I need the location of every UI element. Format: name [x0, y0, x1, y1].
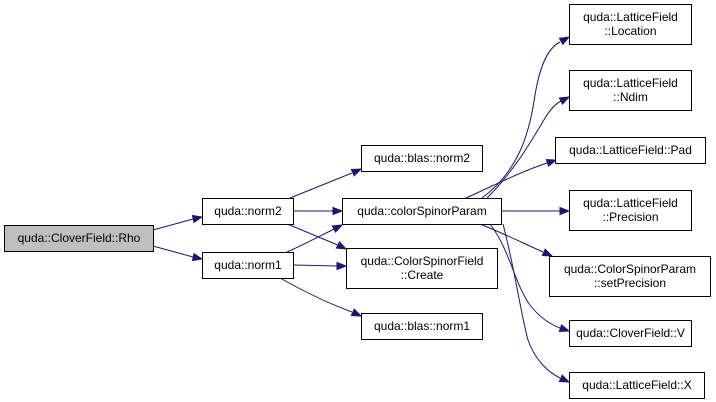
arrow-head [558, 36, 571, 46]
node-label: quda::ColorSpinorParam [564, 262, 696, 276]
arrow-head [350, 168, 363, 177]
node-box [555, 137, 706, 164]
node-box [202, 252, 294, 279]
node-lattice-x[interactable]: quda::LatticeField::X [569, 372, 705, 399]
arrow-head [558, 374, 571, 383]
node-label: quda::norm2 [214, 204, 282, 218]
edge-line [152, 245, 194, 258]
node-box [569, 4, 692, 45]
edge-line [481, 41, 561, 199]
edge-norm1-to-blas_norm1 [279, 277, 363, 317]
node-label: ::Ndim [613, 90, 648, 104]
node-label: ::Location [604, 24, 656, 38]
node-label: ::Precision [602, 210, 658, 224]
node-box [549, 256, 711, 297]
edge-colorSpinorParam-to-clover_v [489, 223, 571, 333]
edge-line [286, 228, 335, 253]
edge-line [479, 223, 544, 253]
node-label: quda::ColorSpinorField [361, 254, 484, 268]
edge-norm2-to-blas_norm2 [289, 168, 363, 199]
node-label: quda::CloverField::V [576, 326, 685, 340]
arrow-head [332, 206, 344, 216]
edge-line [286, 223, 339, 246]
node-box [361, 145, 483, 172]
node-label: quda::norm1 [214, 258, 282, 272]
arrow-head [191, 214, 204, 224]
node-box [569, 70, 692, 111]
edge-line [292, 264, 338, 267]
node-norm1[interactable]: quda::norm1 [202, 252, 294, 279]
edge-norm1-to-colorSpinorParam [286, 224, 344, 253]
node-box [569, 372, 705, 399]
node-norm2[interactable]: quda::norm2 [202, 198, 294, 225]
arrow-head [541, 248, 554, 257]
node-label: quda::LatticeField::Pad [569, 143, 692, 157]
arrow-head [545, 158, 558, 168]
edge-colorSpinorParam-to-setPrecision [479, 223, 554, 257]
node-box [346, 248, 498, 289]
node-label: quda::CloverField::Rho [18, 231, 141, 245]
node-box [569, 190, 692, 231]
node-box [202, 198, 294, 225]
node-location[interactable]: quda::LatticeField::Location [569, 4, 692, 45]
node-label: quda::colorSpinorParam [357, 204, 486, 218]
arrow-head [559, 206, 571, 216]
node-label: quda::LatticeField [583, 196, 678, 210]
edge-colorSpinorParam-to-pad [465, 158, 558, 199]
node-box [342, 198, 502, 225]
node-pad[interactable]: quda::LatticeField::Pad [555, 137, 706, 164]
arrow-head [331, 224, 344, 234]
edge-norm2-to-colorSpinorParam [293, 206, 344, 216]
arrow-head [350, 308, 363, 317]
node-label: ::setPrecision [594, 276, 666, 290]
node-blas-norm2[interactable]: quda::blas::norm2 [361, 145, 483, 172]
arrow-head [558, 323, 571, 333]
node-create[interactable]: quda::ColorSpinorField::Create [346, 248, 498, 289]
edge-colorSpinorParam-to-location [481, 36, 571, 199]
nodes-layer: quda::CloverField::Rho quda::norm2quda::n… [4, 4, 711, 399]
edge-line [489, 223, 561, 329]
edge-colorSpinorParam-to-precision [501, 206, 571, 216]
edge-norm2-to-create [286, 223, 348, 250]
edge-colorSpinorParam-to-lattice_x [502, 223, 571, 383]
node-label: quda::LatticeField [583, 10, 678, 24]
node-label: ::Create [401, 268, 444, 282]
edge-line [152, 218, 194, 231]
edge-rho-to-norm1 [152, 245, 204, 262]
edge-norm1-to-create [292, 261, 348, 271]
node-box [4, 225, 154, 252]
edge-line [289, 172, 353, 199]
node-box [361, 313, 483, 340]
arrow-head [191, 252, 204, 262]
arrow-head [558, 96, 571, 106]
edge-line [279, 277, 353, 313]
node-colorspinorparam[interactable]: quda::colorSpinorParam [342, 198, 502, 225]
node-clover-v[interactable]: quda::CloverField::V [569, 320, 692, 347]
node-label: quda::LatticeField [583, 76, 678, 90]
node-precision[interactable]: quda::LatticeField::Precision [569, 190, 692, 231]
node-rho[interactable]: quda::CloverField::Rho [4, 225, 154, 252]
edge-rho-to-norm2 [152, 214, 204, 231]
edge-line [486, 100, 562, 199]
node-label: quda::blas::norm1 [374, 319, 470, 333]
edge-colorSpinorParam-to-ndim [486, 96, 571, 199]
node-setprecision[interactable]: quda::ColorSpinorParam::setPrecision [549, 256, 711, 297]
node-ndim[interactable]: quda::LatticeField::Ndim [569, 70, 692, 111]
node-blas-norm1[interactable]: quda::blas::norm1 [361, 313, 483, 340]
node-label: quda::blas::norm2 [374, 151, 470, 165]
node-box [569, 320, 692, 347]
arrow-head [335, 240, 348, 250]
edge-line [502, 223, 561, 379]
node-label: quda::LatticeField::X [582, 378, 691, 392]
arrow-head [336, 261, 348, 271]
edges-layer [152, 36, 571, 383]
edge-line [465, 162, 548, 199]
